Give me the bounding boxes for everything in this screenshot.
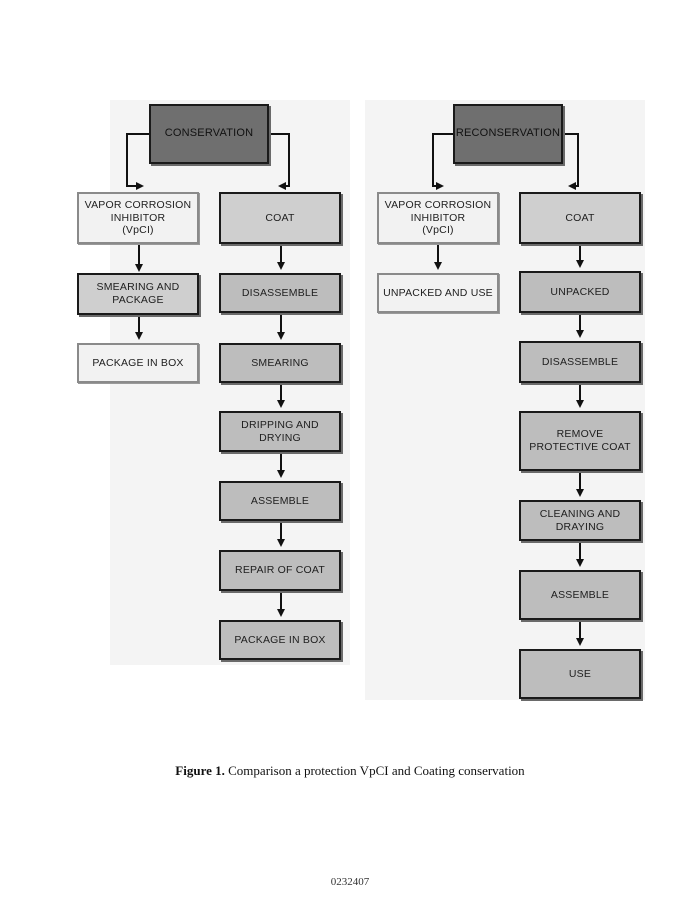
left-coat-step-dripping-drying: DRIPPING AND DRYING bbox=[219, 411, 341, 452]
right-vpci-box: VAPOR CORROSION INHIBITOR (VpCI) bbox=[377, 192, 499, 244]
left-coat-box: COAT bbox=[219, 192, 341, 244]
right-coat-step-cleaning-draying: CLEANING AND DRAYING bbox=[519, 500, 641, 541]
arrow-conservation-to-vpci bbox=[126, 133, 150, 190]
right-coat-step-use: USE bbox=[519, 649, 641, 699]
left-coat-step-disassemble: DISASSEMBLE bbox=[219, 273, 341, 313]
figure-label: Figure 1. bbox=[175, 763, 225, 778]
left-coat-step-repair: REPAIR OF COAT bbox=[219, 550, 341, 591]
figure-caption-text: Comparison a protection VpCI and Coating… bbox=[224, 763, 525, 778]
left-coat-step-assemble: ASSEMBLE bbox=[219, 481, 341, 521]
page-number: 0232407 bbox=[330, 876, 370, 888]
conservation-header: CONSERVATION bbox=[149, 104, 269, 164]
right-vpci-step-unpacked-use: UNPACKED AND USE bbox=[377, 273, 499, 313]
arrow-conservation-to-coat bbox=[268, 133, 290, 190]
reconservation-header: RECONSERVATION bbox=[453, 104, 563, 164]
left-coat-step-package-box: PACKAGE IN BOX bbox=[219, 620, 341, 660]
left-vpci-step-smearing-package: SMEARING AND PACKAGE bbox=[77, 273, 199, 315]
right-coat-box: COAT bbox=[519, 192, 641, 244]
figure-caption: Figure 1. Comparison a protection VpCI a… bbox=[0, 763, 700, 779]
left-vpci-step-package-box: PACKAGE IN BOX bbox=[77, 343, 199, 383]
right-coat-step-assemble: ASSEMBLE bbox=[519, 570, 641, 620]
left-vpci-box: VAPOR CORROSION INHIBITOR (VpCI) bbox=[77, 192, 199, 244]
right-coat-step-remove-coat: REMOVE PROTECTIVE COAT bbox=[519, 411, 641, 471]
arrow-reconservation-to-vpci bbox=[432, 133, 453, 190]
left-coat-step-smearing: SMEARING bbox=[219, 343, 341, 383]
arrow-reconservation-to-coat bbox=[563, 133, 579, 190]
right-coat-step-disassemble: DISASSEMBLE bbox=[519, 341, 641, 383]
right-coat-step-unpacked: UNPACKED bbox=[519, 271, 641, 313]
